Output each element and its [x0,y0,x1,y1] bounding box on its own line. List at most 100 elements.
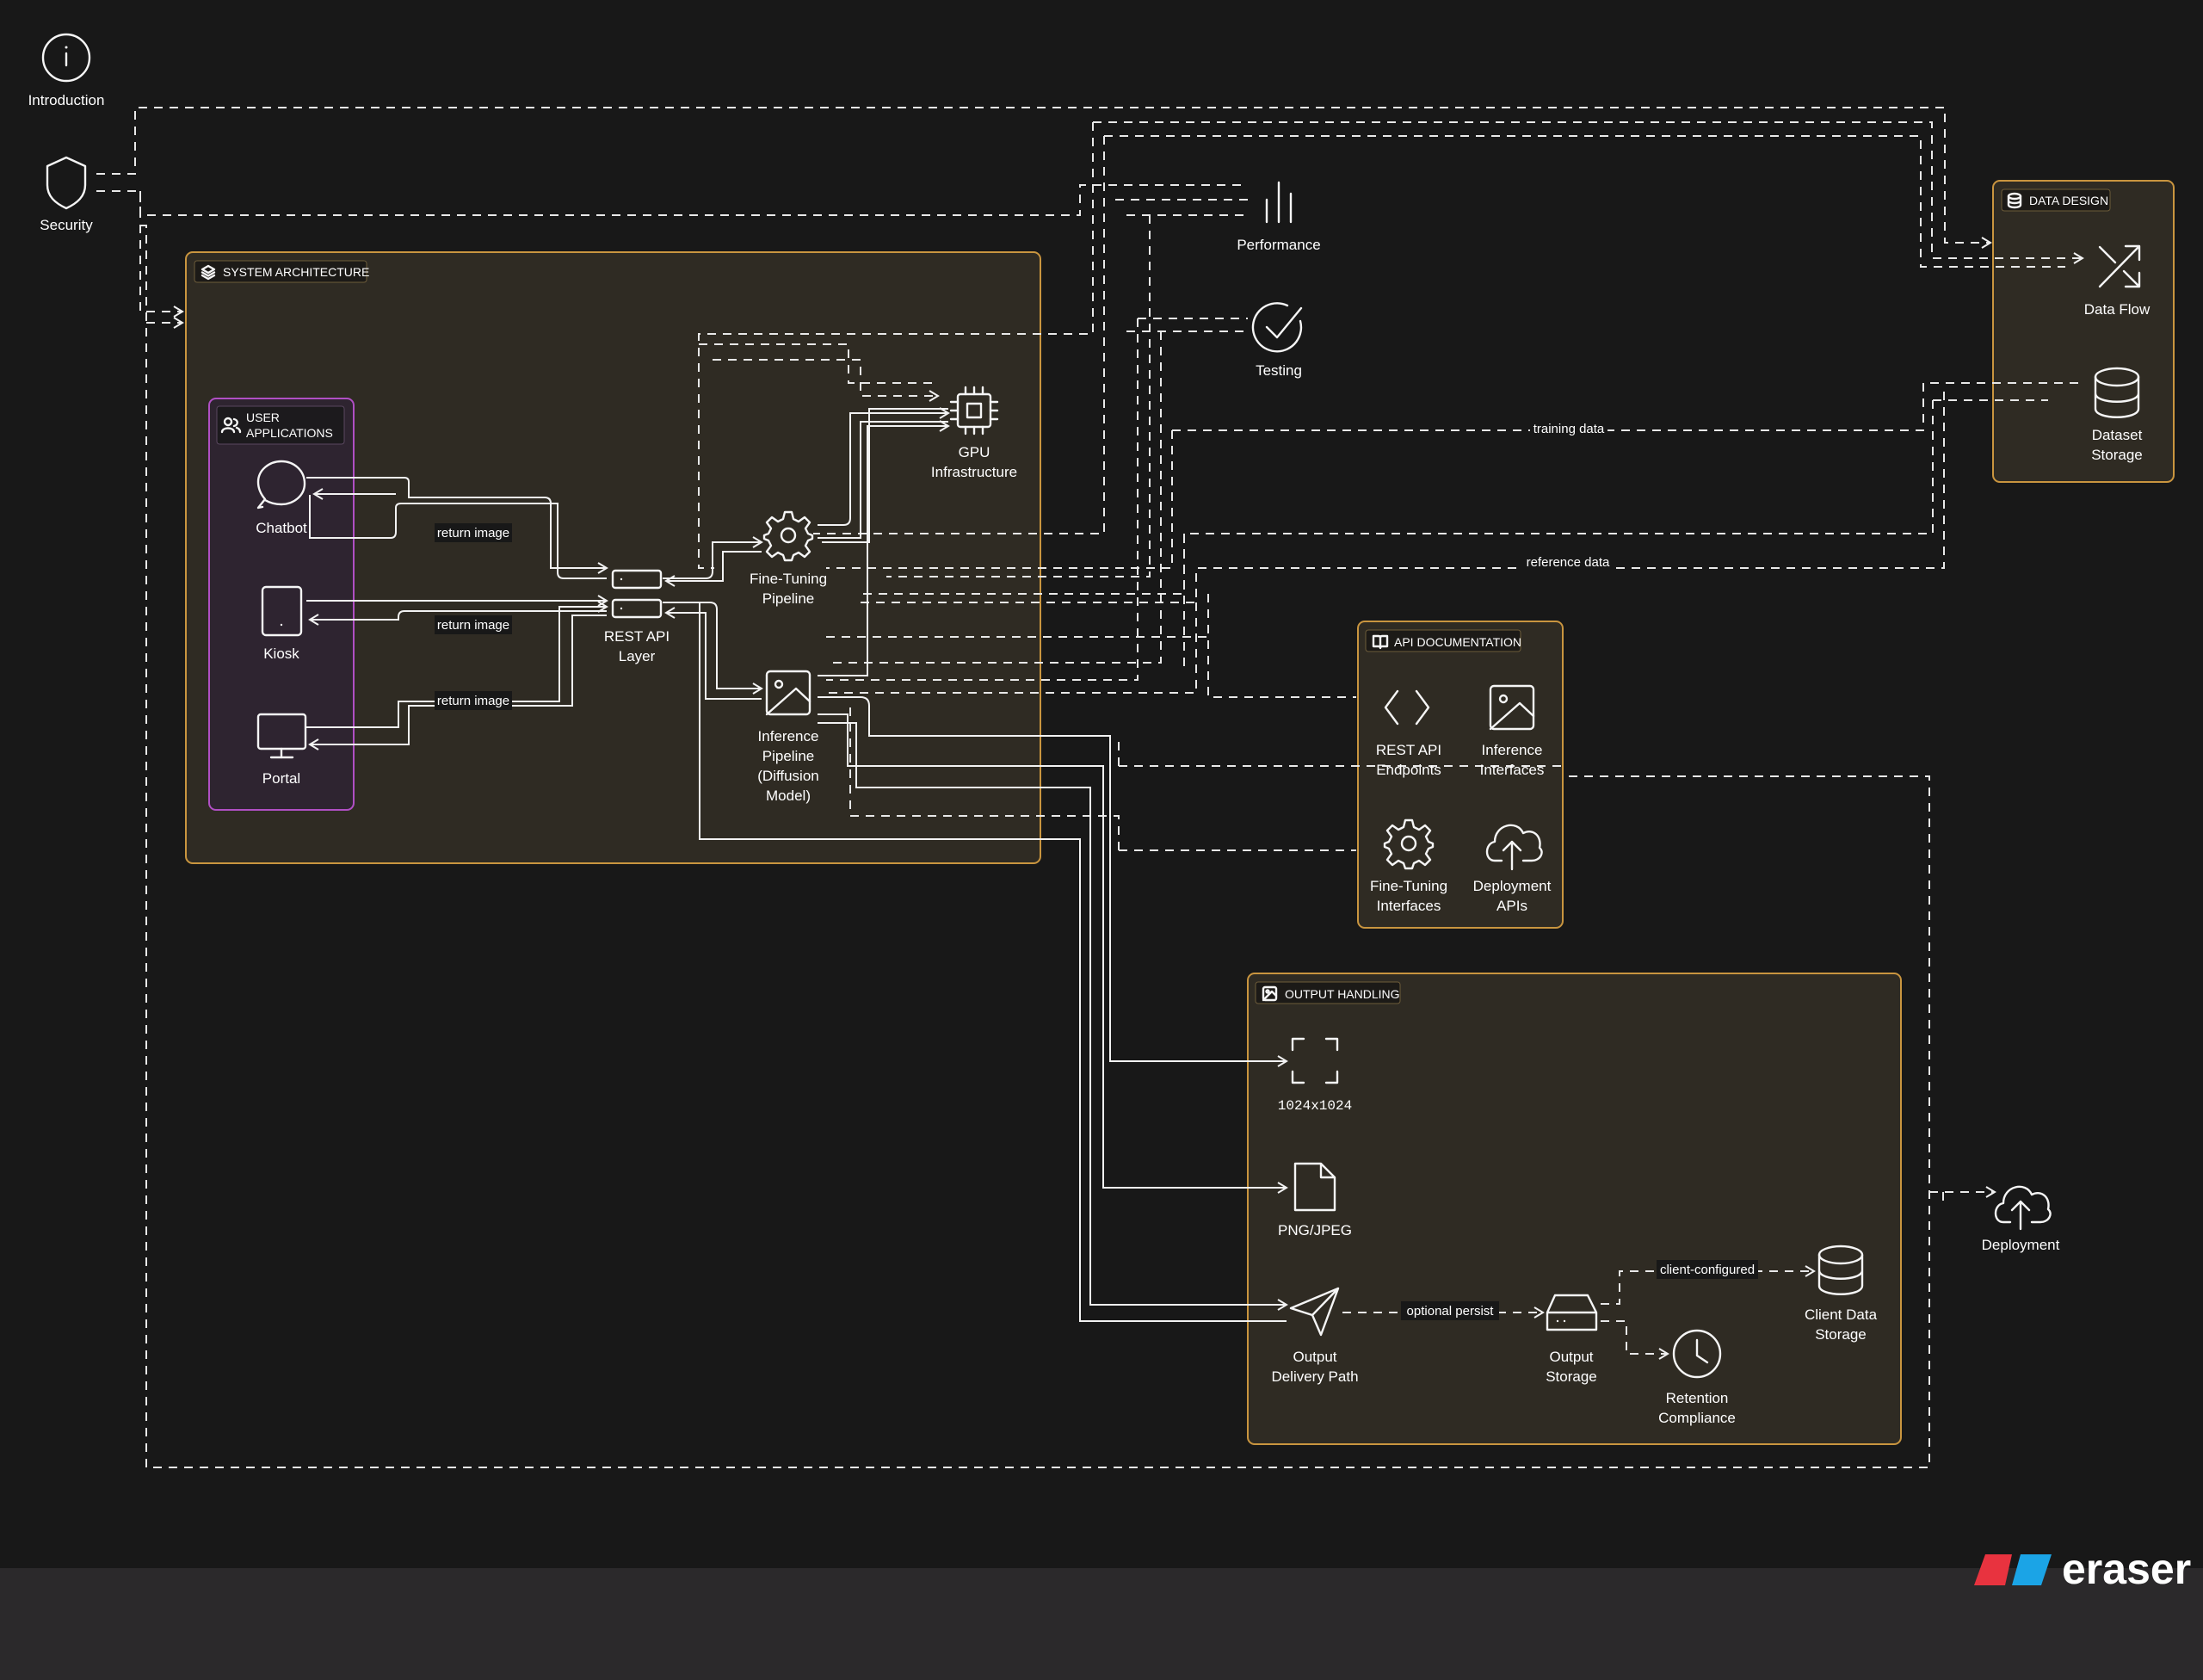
node-deployment[interactable]: Deployment [1982,1185,2060,1253]
node-testing[interactable]: Testing [1251,302,1303,379]
eraser-logo-text: eraser [2062,1545,2191,1593]
hard-drive-icon [1546,1294,1598,1331]
upload-cloud-icon [1994,1185,2052,1231]
node-portal[interactable]: Portal [256,713,307,787]
label-inference-3: (Diffusion [757,768,819,784]
label-fine-tuning-1: Fine-Tuning [750,571,827,587]
solid-connections [306,407,1288,1322]
edge-label-return-image-chatbot: return image [437,526,509,540]
group-user-applications[interactable]: USER APPLICATIONS [208,398,355,811]
info-icon [41,33,91,83]
group-title-system-architecture: SYSTEM ARCHITECTURE [223,265,369,279]
label-introduction: Introduction [28,92,105,108]
image-icon [765,670,811,716]
label-fine-tuning-2: Pipeline [762,590,815,607]
group-title-user-applications-1: USER [246,411,280,424]
node-format[interactable]: PNG/JPEG [1278,1162,1352,1238]
label-dataset-storage-1: Dataset [2092,427,2143,443]
monitor-icon [256,713,307,759]
server-icon [611,569,663,619]
group-data-design[interactable]: DATA DESIGN [1992,180,2175,483]
image-icon [1489,684,1535,731]
database-icon [2094,367,2140,418]
group-title-data-design: DATA DESIGN [2029,194,2108,207]
label-output-delivery-1: Output [1293,1349,1336,1365]
database-small-icon [2007,192,2022,209]
settings-gear-icon [1383,818,1435,870]
layers-icon [201,264,216,281]
group-system-architecture[interactable]: SYSTEM ARCHITECTURE [185,251,1041,864]
file-icon [1293,1162,1336,1212]
message-circle-icon [256,460,306,510]
send-icon [1289,1287,1340,1337]
label-inference-4: Model) [766,788,811,804]
node-security[interactable]: Security [40,156,93,233]
node-fine-tuning-pipeline[interactable]: Fine-Tuning Pipeline [750,510,827,607]
node-rest-api-endpoints[interactable]: REST API Endpoints [1376,689,1441,778]
label-inference-interfaces-2: Interfaces [1480,762,1545,778]
node-gpu-infrastructure[interactable]: GPU Infrastructure [931,386,1017,480]
node-kiosk[interactable]: Kiosk [261,585,303,662]
check-circle-icon [1251,302,1303,353]
label-inference-interfaces-1: Inference [1482,742,1543,758]
node-output-delivery-path[interactable]: Output Delivery Path [1271,1287,1359,1385]
node-introduction[interactable]: Introduction [28,33,105,108]
label-testing: Testing [1256,362,1302,379]
label-api-endpoints-2: Endpoints [1376,762,1441,778]
group-output-handling[interactable]: OUTPUT HANDLING [1247,973,1902,1445]
node-client-data-storage[interactable]: Client Data Storage [1805,1245,1878,1343]
image-small-icon [1262,985,1278,1002]
group-title-output-handling: OUTPUT HANDLING [1285,987,1400,1001]
edge-label-optional-persist: optional persist [1407,1304,1495,1319]
label-portal: Portal [262,770,300,787]
node-retention-compliance[interactable]: Retention Compliance [1658,1329,1736,1426]
code-icon [1384,689,1430,726]
node-inference-interfaces[interactable]: Inference Interfaces [1480,684,1545,778]
node-deployment-apis[interactable]: Deployment APIs [1473,824,1552,914]
label-performance: Performance [1237,237,1320,253]
shield-icon [46,156,87,210]
label-rest-api-layer-2: Layer [619,648,656,664]
label-data-flow: Data Flow [2084,301,2151,318]
database-icon [1817,1245,1864,1295]
node-performance[interactable]: Performance [1237,181,1321,253]
label-retention-2: Compliance [1658,1410,1736,1426]
label-api-endpoints-1: REST API [1376,742,1441,758]
label-retention-1: Retention [1666,1390,1729,1406]
node-resolution[interactable]: 1024x1024 [1278,1037,1352,1114]
clock-icon [1672,1329,1722,1379]
eraser-logo: eraser [1974,1545,2191,1593]
node-output-storage[interactable]: Output Storage [1546,1294,1598,1385]
bar-chart-icon [1265,181,1293,224]
footer-band [0,1568,2203,1680]
users-icon [220,417,242,434]
node-fine-tuning-interfaces[interactable]: Fine-Tuning Interfaces [1370,818,1447,914]
label-security: Security [40,217,93,233]
label-client-storage-2: Storage [1815,1326,1867,1343]
shuffle-icon [2098,244,2141,288]
label-format: PNG/JPEG [1278,1222,1352,1238]
label-dataset-storage-2: Storage [2091,447,2143,463]
group-title-api-documentation: API DOCUMENTATION [1394,635,1521,649]
node-inference-pipeline[interactable]: Inference Pipeline (Diffusion Model) [757,670,819,804]
node-rest-api-layer[interactable]: REST API Layer [604,569,670,664]
label-resolution: 1024x1024 [1278,1098,1352,1114]
label-fine-tuning-interfaces-1: Fine-Tuning [1370,878,1447,894]
label-rest-api-layer-1: REST API [604,628,670,645]
label-deployment-apis-1: Deployment [1473,878,1552,894]
node-dataset-storage[interactable]: Dataset Storage [2091,367,2143,463]
label-chatbot: Chatbot [256,520,307,536]
node-data-flow[interactable]: Data Flow [2084,244,2151,318]
label-output-delivery-2: Delivery Path [1271,1368,1358,1385]
label-gpu-1: GPU [959,444,990,460]
label-output-storage-1: Output [1549,1349,1593,1365]
edge-label-client-configured: client-configured [1660,1263,1755,1277]
node-chatbot[interactable]: Chatbot [256,460,307,536]
label-deployment: Deployment [1982,1237,2060,1253]
group-title-user-applications-2: APPLICATIONS [246,426,333,440]
edge-label-return-image-kiosk: return image [437,618,509,633]
tablet-icon [261,585,303,637]
upload-cloud-icon [1485,824,1543,871]
label-output-storage-2: Storage [1546,1368,1597,1385]
